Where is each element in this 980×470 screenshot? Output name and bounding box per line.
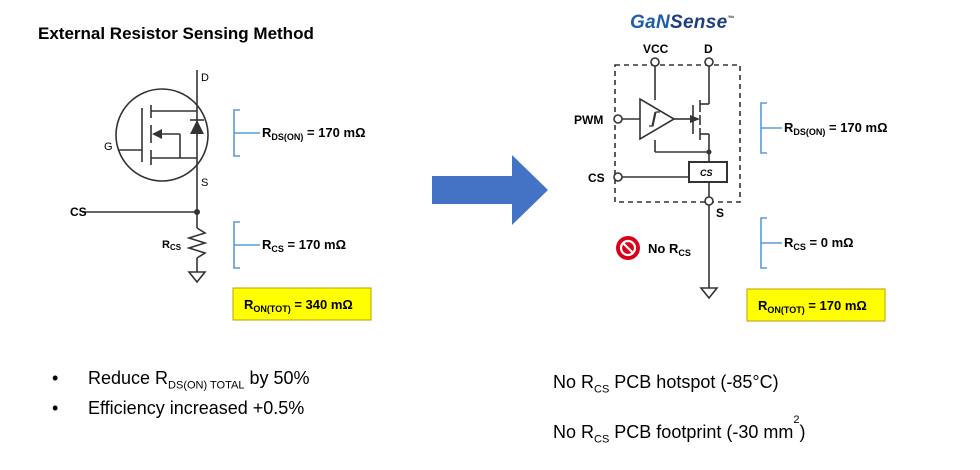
bullet-dot: • xyxy=(52,368,59,388)
right-pin-cs: CS xyxy=(588,171,605,185)
left-ron-highlight xyxy=(232,287,372,321)
no-sign-icon xyxy=(616,236,640,260)
left-rcs-equation: RCS = 170 mΩ xyxy=(262,237,346,254)
left-title: External Resistor Sensing Method xyxy=(38,24,314,43)
gansense-logo: GaNSense™ xyxy=(630,12,735,33)
left-rcs-label: RCS xyxy=(162,239,182,252)
right-ron-highlight xyxy=(746,288,886,322)
bullet-item-1: • Reduce RDS(ON) TOTAL by 50% xyxy=(52,368,412,394)
right-pin-pwm: PWM xyxy=(574,113,603,127)
right-ron-equation: RON(TOT) = 170 mΩ xyxy=(758,298,867,315)
left-pin-s: S xyxy=(201,177,208,189)
right-rcs-equation: RCS = 0 mΩ xyxy=(784,235,854,252)
right-pin-s: S xyxy=(716,206,724,220)
bullet-dot: • xyxy=(52,398,59,418)
left-rds-equation: RDS(ON) = 170 mΩ xyxy=(262,125,366,142)
transition-arrow-icon xyxy=(432,155,548,225)
mosfet-circle xyxy=(115,88,209,182)
bullet-item-2: • Efficiency increased +0.5% xyxy=(52,398,412,424)
left-cs-label: CS xyxy=(70,205,87,219)
note-footprint: No RCS PCB footprint (-30 mm2) xyxy=(553,414,806,446)
bullet-text-2: Efficiency increased +0.5% xyxy=(88,398,305,418)
bullet-text-1: Reduce RDS(ON) TOTAL by 50% xyxy=(88,368,310,392)
right-pin-d: D xyxy=(704,42,713,56)
right-pin-vcc: VCC xyxy=(643,42,669,56)
note-hotspot: No RCS PCB hotspot (-85°C) xyxy=(553,372,779,396)
right-cs-box-label: CS xyxy=(700,168,713,178)
right-rds-equation: RDS(ON) = 170 mΩ xyxy=(784,120,888,137)
left-pin-g: G xyxy=(104,141,113,153)
left-ron-equation: RON(TOT) = 340 mΩ xyxy=(244,297,353,314)
left-pin-d: D xyxy=(201,72,209,84)
no-rcs-label: No RCS xyxy=(648,241,691,258)
gansense-package xyxy=(614,64,741,203)
